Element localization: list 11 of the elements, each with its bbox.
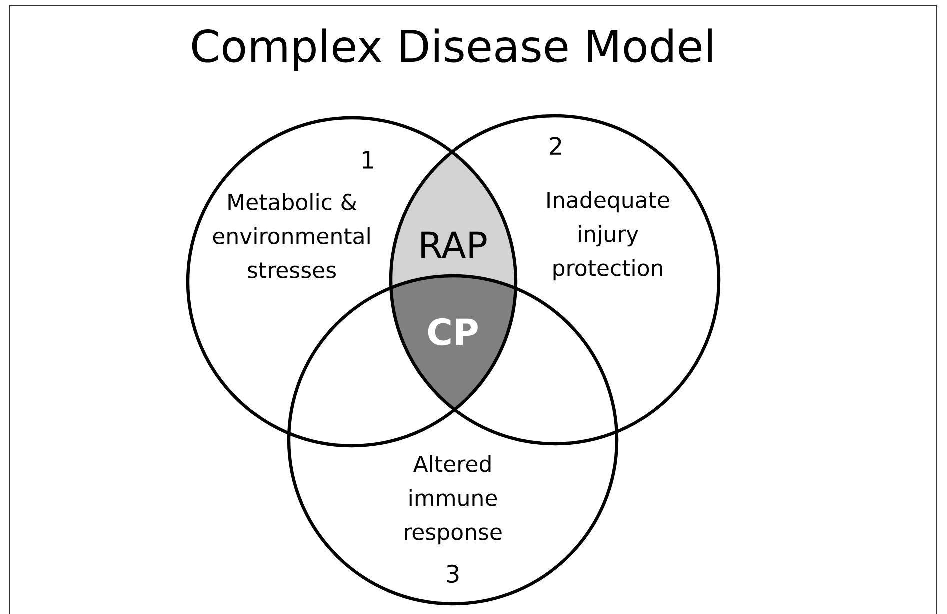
region-label: RAP — [422, 232, 487, 258]
set-number: 2 — [550, 137, 562, 155]
set-label: Metabolic & environmental stresses — [213, 194, 370, 279]
set-label: Inadequate injury protection — [548, 191, 670, 281]
title: Complex Disease Model — [192, 28, 712, 72]
set-number: 3 — [447, 564, 459, 584]
set-label: Altered immune response — [405, 455, 502, 545]
overlap-region — [391, 276, 516, 410]
set-number: 1 — [363, 151, 374, 169]
overlap-region — [391, 152, 516, 288]
region-label: CP — [428, 318, 478, 346]
